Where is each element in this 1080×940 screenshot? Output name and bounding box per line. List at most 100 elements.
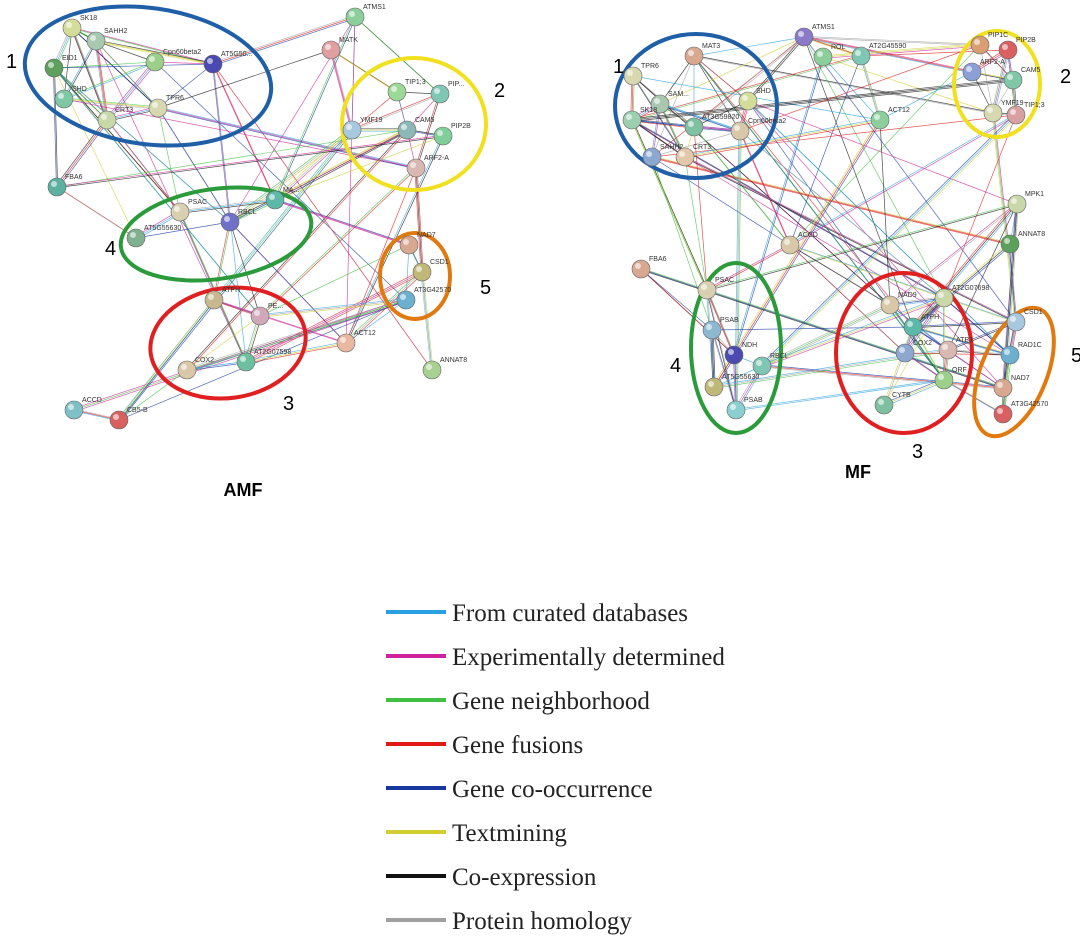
node-mf-crt3[interactable]: CRT3 [675, 144, 711, 167]
node-label: Cpn60beta2 [748, 118, 786, 125]
edge-amf-atms1-act12 [345, 16, 356, 344]
cluster-ellipse-mf-5 [972, 305, 1056, 439]
node-label: ACT12 [888, 107, 910, 114]
node-amf-sk18[interactable]: SK18 [62, 15, 97, 38]
node-amf-at3g42570[interactable]: AT3G42570 [396, 287, 451, 310]
node-mf-sam[interactable]: SAM... [650, 91, 689, 114]
node-amf-tip1-3[interactable]: TIP1;3 [387, 79, 426, 102]
node-label: AT2G45590 [869, 43, 906, 50]
node-mf-cam5[interactable]: CAM5 [1003, 67, 1041, 90]
node-amf-cpn60beta2[interactable]: Cpn60beta2 [145, 49, 201, 72]
node-mf-arf2-a[interactable]: ARF2-A [962, 59, 1005, 82]
edge-amf-ymf19-ma [274, 129, 353, 201]
edge-amf-at2g07598-act12 [247, 343, 348, 364]
node-mf-pip2b[interactable]: PIP2B [998, 37, 1036, 60]
cluster-label-mf-4: 4 [670, 355, 681, 377]
cluster-label-amf-2: 2 [494, 80, 505, 102]
node-amf-ma[interactable]: MA... [265, 187, 299, 210]
node-amf-atms1[interactable]: ATMS1 [345, 4, 386, 27]
edge-mf-atp1-csd1 [948, 322, 1017, 351]
node-label: NAD7 [417, 232, 436, 239]
cluster-label-amf-5: 5 [480, 277, 491, 299]
node-mf-rbcl[interactable]: RBCL [752, 353, 789, 376]
node-mf-sk18[interactable]: SK18 [622, 107, 657, 130]
node-amf-matk[interactable]: MATK [321, 37, 358, 60]
node-amf-accd[interactable]: ACCD [64, 397, 102, 420]
node-amf-shd[interactable]: SHD [54, 86, 87, 109]
node-mf-psac[interactable]: PSAC [697, 277, 734, 300]
node-mf-sahh2[interactable]: SAHH2 [642, 144, 683, 167]
node-amf-csd1[interactable]: CSD1 [412, 259, 449, 282]
node-amf-pip2b[interactable]: PIP2B [433, 123, 471, 146]
node-mf-nad7[interactable]: NAD7 [993, 375, 1030, 398]
node-mf-at3g42570[interactable]: AT3G42570 [993, 401, 1048, 424]
node-amf-nad7[interactable]: NAD7 [399, 232, 436, 255]
node-mf-accd[interactable]: ACCD [780, 232, 818, 255]
node-mf-rol[interactable]: ROL [813, 44, 846, 67]
node-amf-act12[interactable]: ACT12 [336, 330, 376, 353]
node-mf-nad9[interactable]: NAD9 [880, 292, 917, 315]
node-label: NDH [742, 342, 757, 349]
edge-mf-sam-cpn60beta2 [659, 103, 741, 132]
node-mf-rad1c[interactable]: RAD1C [1000, 342, 1042, 365]
edge-mf-sahh2-accd [651, 156, 791, 246]
edge-amf-at2g07598-act12 [244, 341, 345, 362]
node-mf-atph[interactable]: ATPH [903, 314, 939, 337]
node-mf-at2g45590[interactable]: AT2G45590 [851, 43, 906, 66]
node-mf-atp1[interactable]: ATP1 [938, 337, 973, 360]
node-mf-cpn60beta2[interactable]: Cpn60beta2 [730, 118, 786, 141]
node-amf-rbcl[interactable]: RBCL [220, 209, 257, 232]
node-mf-fba6[interactable]: FBA6 [631, 256, 667, 279]
node-amf-tpr6[interactable]: TPR6 [148, 95, 184, 118]
node-label: ARF2-A [424, 155, 449, 162]
node-amf-cb5-b[interactable]: CB5-B [109, 407, 148, 430]
node-mf-ndh[interactable]: NDH [724, 342, 757, 365]
node-amf-arf2-a[interactable]: ARF2-A [406, 155, 449, 178]
edge-mf-at2g45590-act12 [859, 54, 880, 119]
edge-mf-atms1-arf2-a [805, 37, 974, 74]
edge-amf-at5g50-eid1 [53, 63, 214, 69]
edge-amf-rbcl-atph [213, 221, 230, 300]
node-amf-annat8[interactable]: ANNAT8 [422, 357, 467, 380]
node-mf-mat3[interactable]: MAT3 [684, 43, 720, 66]
node-mf-orf[interactable]: ORF [934, 367, 967, 390]
node-mf-tip1-3[interactable]: TIP1;3 [1006, 102, 1045, 125]
node-mf-pip1c[interactable]: PIP1C [970, 32, 1008, 55]
node-amf-at2g07598[interactable]: AT2G07598 [236, 349, 291, 372]
node-mf-cox2[interactable]: COX2 [895, 340, 932, 363]
node-label: SAHH2 [104, 28, 127, 35]
node-amf-cam5[interactable]: CAM5 [397, 117, 435, 140]
node-mf-csd1[interactable]: CSD1 [1006, 309, 1043, 332]
node-amf-sahh2[interactable]: SAHH2 [86, 28, 127, 51]
node-label: SHD [756, 88, 771, 95]
node-amf-cox2[interactable]: COX2 [177, 357, 214, 380]
node-mf-mpk1[interactable]: MPK1 [1007, 191, 1044, 214]
node-amf-crt3[interactable]: CRT3 [97, 107, 133, 130]
node-mf-psab[interactable]: PSAB [702, 317, 739, 340]
node-amf-pip[interactable]: PIP... [430, 81, 464, 104]
node-label: YMF19 [360, 117, 383, 124]
node-amf-at5g55630[interactable]: AT5G55630 [126, 225, 181, 248]
node-mf-ymf19[interactable]: YMF19 [983, 100, 1024, 123]
node-mf-psab[interactable]: PSAB [726, 397, 763, 420]
node-mf-at5g55630[interactable]: AT5G55630 [704, 374, 759, 397]
node-mf-shd[interactable]: SHD [738, 88, 771, 111]
edge-amf-matk-ymf19 [329, 48, 352, 129]
node-mf-atms1[interactable]: ATMS1 [794, 24, 835, 47]
edge-amf-pip-arf2-a [415, 93, 440, 168]
node-mf-act12[interactable]: ACT12 [870, 107, 910, 130]
node-mf-cytb[interactable]: CYTB [874, 392, 911, 415]
node-amf-pe[interactable]: PE... [250, 303, 283, 326]
node-mf-at3g59820[interactable]: AT3G59820 [684, 114, 739, 137]
node-amf-eid1[interactable]: EID1 [44, 55, 78, 78]
edge-mf-shd-at3g59820 [693, 100, 749, 128]
node-amf-at5g50[interactable]: AT5G50... [203, 51, 252, 74]
edge-amf-arf2-a-csd1 [416, 169, 424, 274]
node-amf-psac[interactable]: PSAC [170, 199, 207, 222]
node-amf-ymf19[interactable]: YMF19 [342, 117, 383, 140]
node-amf-atph[interactable]: ATPH [204, 287, 240, 310]
node-mf-tpr6[interactable]: TPR6 [623, 63, 659, 86]
node-amf-fba6[interactable]: FBA6 [47, 174, 83, 197]
node-mf-annat8[interactable]: ANNAT8 [1000, 231, 1045, 254]
node-mf-at2g07698[interactable]: AT2G07698 [934, 285, 989, 308]
